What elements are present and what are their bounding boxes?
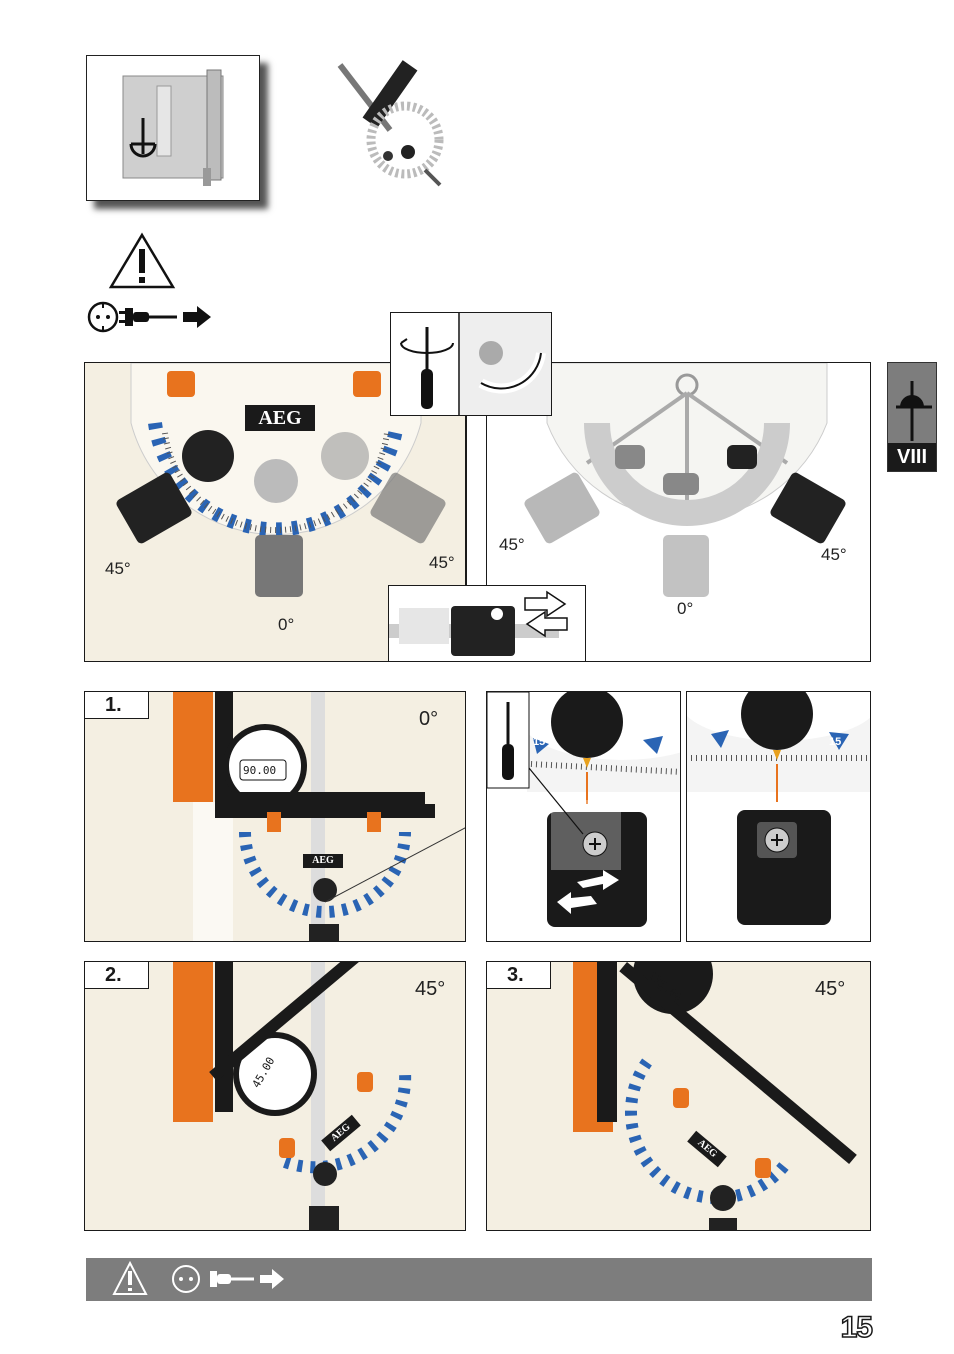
- step-1-display: 90.00: [243, 764, 277, 777]
- angle-label-bottom: 0°: [677, 599, 694, 618]
- arrow-right-icon: [260, 1269, 284, 1289]
- slide-adjust-inset: [388, 585, 586, 662]
- connector-line: [466, 416, 467, 588]
- angle-label-right: 45°: [429, 553, 455, 572]
- section-tab: VIII: [887, 362, 937, 472]
- arrow-right-icon: [183, 306, 211, 328]
- scale-mark: 15: [829, 736, 842, 748]
- blade-square-icon: [122, 69, 224, 186]
- step-1-label: 1.: [85, 692, 149, 719]
- plug-icon: [210, 1271, 254, 1287]
- step-3-angle: 45°: [815, 978, 846, 1000]
- step-2-panel: 2. 45° 45.00 AEG: [84, 961, 466, 1231]
- warning-triangle-icon: [112, 1260, 148, 1295]
- section-label: VIII: [888, 443, 936, 471]
- top-left-figure: [86, 55, 260, 201]
- detail-panel-aligned: 15: [686, 691, 871, 942]
- screwdriver-icon: [421, 327, 433, 409]
- rotate-icon: [400, 338, 454, 354]
- blade-square-icon: [896, 381, 932, 441]
- angle-label-bottom: 0°: [278, 615, 295, 634]
- footer-warning-bar: [86, 1258, 872, 1301]
- angle-label-right: 45°: [821, 545, 847, 564]
- step-1-panel: 1. 0° 90.00 AEG: [84, 691, 466, 942]
- step-3-panel: 3. 45° 135.00 AEG: [486, 961, 871, 1231]
- page-number: 15: [840, 1310, 874, 1345]
- brand-logo: AEG: [245, 405, 315, 431]
- step-3-label: 3.: [487, 962, 551, 989]
- warning-triangle-icon: [108, 232, 176, 290]
- unplug-icons: [85, 300, 215, 334]
- step-2-angle: 45°: [415, 978, 446, 1000]
- step-2-label: 2.: [85, 962, 149, 989]
- socket-icon: [172, 1265, 200, 1293]
- socket-icon: [87, 301, 119, 333]
- angle-label-left: 45°: [105, 559, 131, 578]
- step-1-angle: 0°: [419, 708, 439, 730]
- detail-panel-adjust: 15: [486, 691, 681, 942]
- miter-gauge-product-image: [330, 60, 450, 200]
- screwdriver-inset: [390, 312, 552, 416]
- plug-icon: [119, 308, 177, 326]
- angle-label-left: 45°: [499, 535, 525, 554]
- brand-logo: AEG: [303, 854, 343, 868]
- connector-line: [486, 416, 487, 588]
- scale-mark: 15: [533, 736, 546, 748]
